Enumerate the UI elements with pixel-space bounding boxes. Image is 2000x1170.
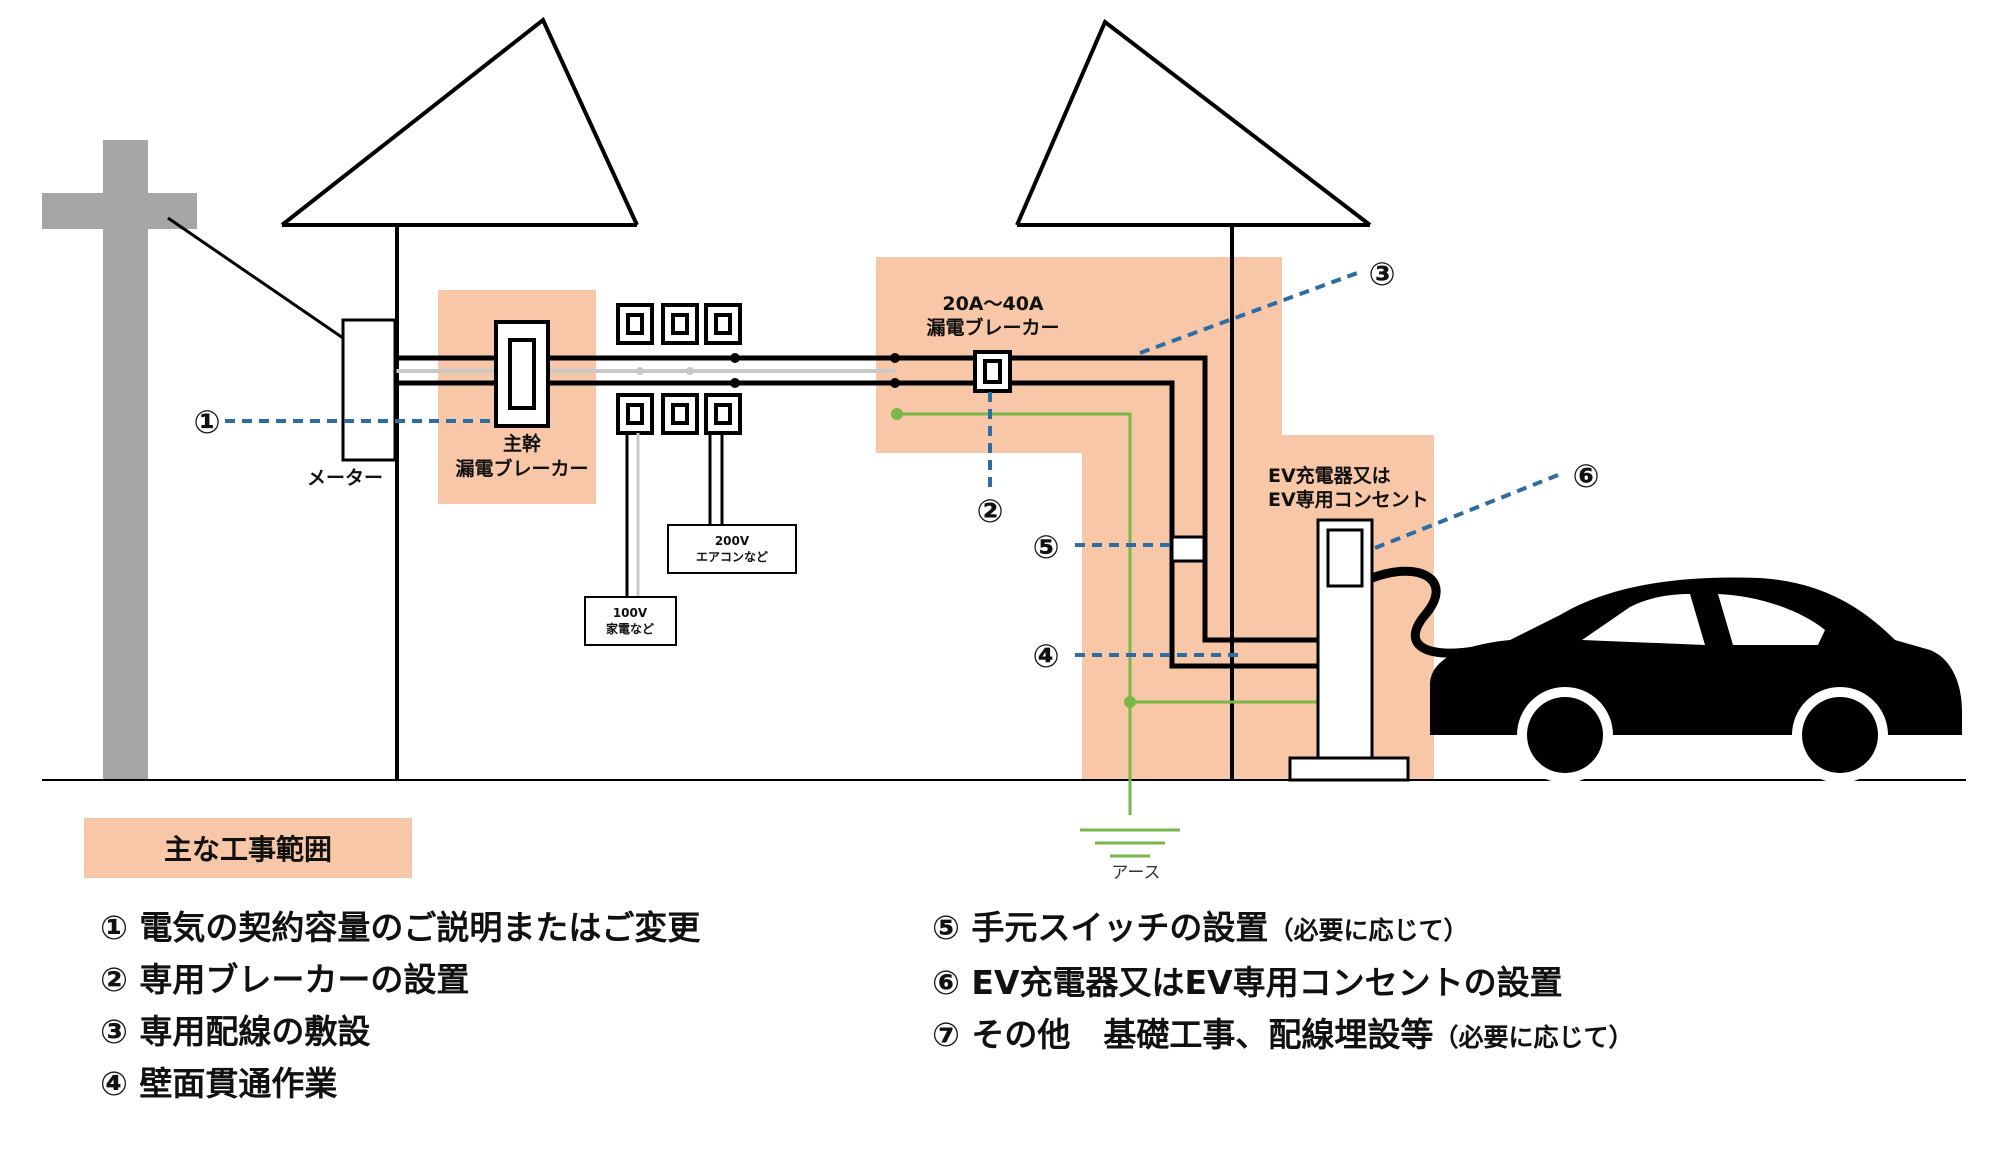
earth-junctions — [891, 408, 1136, 708]
utility-pole — [42, 140, 197, 780]
branch-breakers — [616, 303, 742, 435]
hand-switch — [1170, 535, 1206, 563]
legend-label: 主な工事範囲 — [163, 833, 332, 866]
load-200v-label-1: 200V — [715, 534, 750, 548]
work-item-2: ② 専用ブレーカーの設置 — [100, 960, 470, 999]
charger-label-2: EV専用コンセント — [1268, 489, 1429, 511]
house-outline — [280, 16, 1372, 780]
work-area-ev-route — [876, 257, 1434, 780]
ev-circuit-wires — [895, 355, 1318, 669]
branch-junctions — [636, 353, 740, 388]
work-list-right: ⑤ 手元スイッチの設置（必要に応じて） ⑥ EV充電器又はEV専用コンセントの設… — [932, 902, 1633, 1064]
work-item-5-note: （必要に応じて） — [1268, 916, 1469, 945]
work-list-left: ① 電気の契約容量のご説明またはご変更 ② 専用ブレーカーの設置 ③ 専用配線の… — [100, 902, 700, 1110]
load-100v-box — [584, 596, 677, 646]
marker-1: ① — [193, 403, 220, 441]
ev-junctions — [890, 353, 900, 388]
marker-3: ③ — [1368, 255, 1395, 293]
work-item-6: ⑥ EV充電器又はEV専用コンセントの設置 — [932, 963, 1563, 1002]
ev-breaker-label-1: 20A～40A — [942, 293, 1044, 315]
earth-label: アース — [1111, 863, 1160, 883]
charging-cable — [1370, 566, 1481, 658]
work-item-5: ⑤ 手元スイッチの設置（必要に応じて） — [932, 908, 1469, 947]
work-item-7-note: （必要に応じて） — [1433, 1023, 1634, 1052]
work-item-3: ③ 専用配線の敷設 — [100, 1012, 371, 1051]
work-scope-legend: 主な工事範囲 — [84, 818, 412, 878]
marker-2: ② — [976, 492, 1003, 530]
ev-charger — [1288, 518, 1410, 782]
charger-label-1: EV充電器又は — [1268, 464, 1391, 487]
branch-circuit-wires — [625, 433, 724, 597]
load-100v-label-1: 100V — [613, 606, 648, 620]
earth-symbol — [1080, 828, 1180, 858]
earth-wire — [897, 412, 1318, 815]
ev-breaker-label-2: 漏電ブレーカー — [926, 316, 1059, 339]
load-200v-label-2: エアコンなど — [696, 550, 768, 564]
dashed-leaders — [225, 270, 1559, 657]
service-drop-line — [167, 216, 344, 340]
marker-6: ⑥ — [1572, 457, 1599, 495]
main-breaker-label-2: 漏電ブレーカー — [455, 457, 588, 480]
load-200v-box — [667, 524, 797, 574]
work-item-7: ⑦ その他 基礎工事、配線埋設等（必要に応じて） — [932, 1015, 1634, 1054]
meter-box — [341, 318, 397, 462]
marker-4: ④ — [1032, 637, 1059, 675]
load-100v-label-2: 家電など — [606, 621, 654, 636]
car-silhouette — [1430, 577, 1962, 783]
ev-breaker — [973, 350, 1012, 393]
main-breaker-label-1: 主幹 — [503, 432, 542, 455]
main-breaker — [494, 320, 550, 428]
meter-label: メーター — [307, 467, 383, 489]
work-item-4: ④ 壁面貫通作業 — [100, 1064, 338, 1103]
work-item-1: ① 電気の契約容量のご説明またはご変更 — [100, 908, 701, 947]
marker-5: ⑤ — [1032, 528, 1059, 566]
